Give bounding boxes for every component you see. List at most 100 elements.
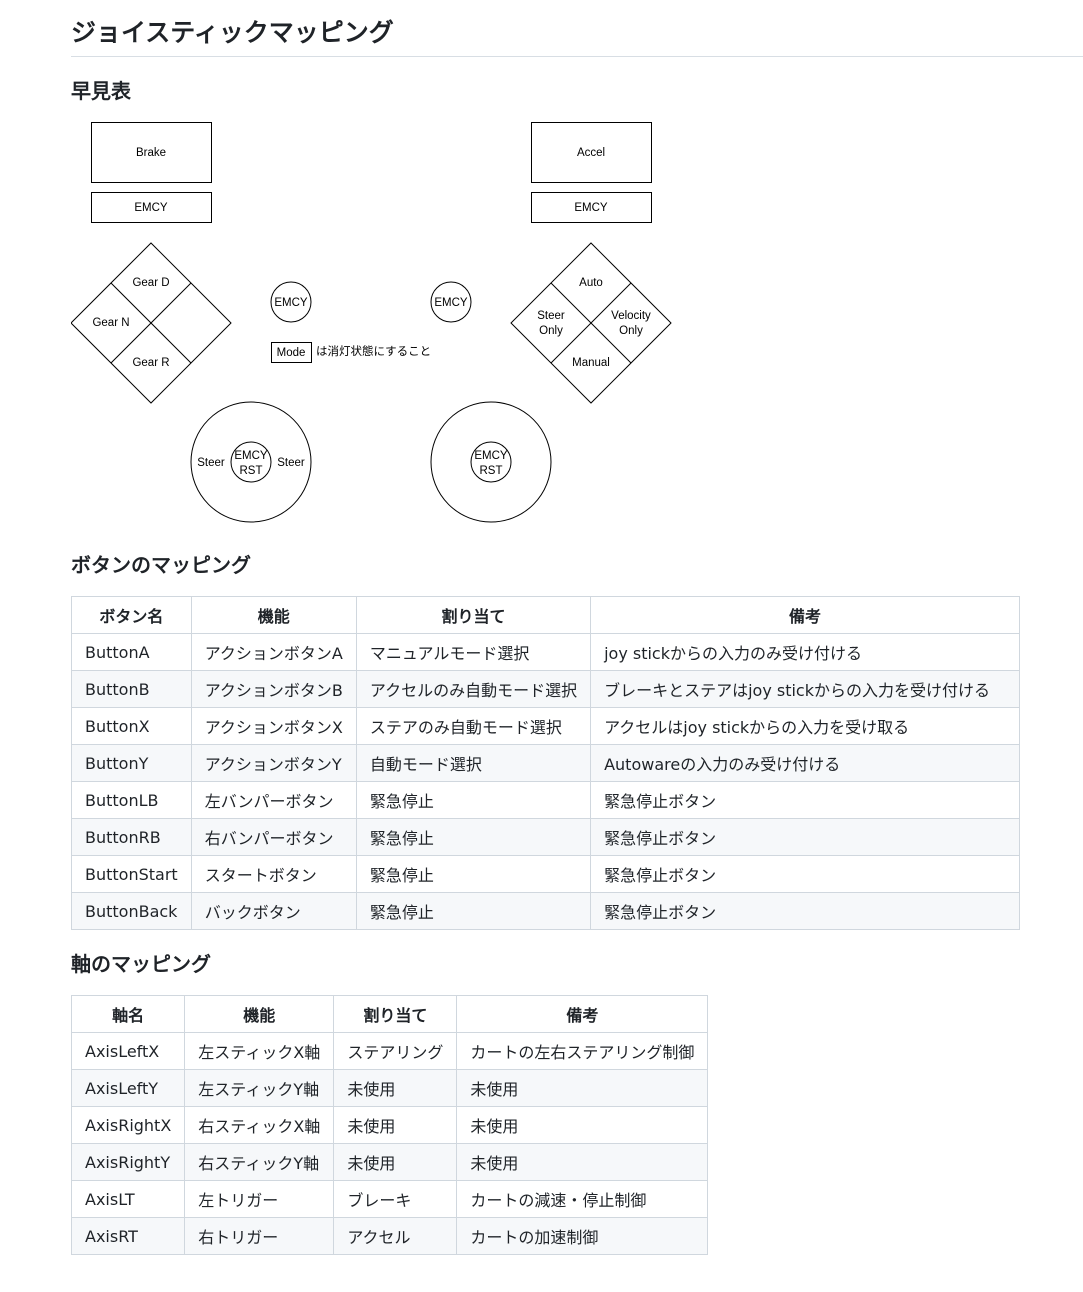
- table-header-row: 軸名 機能 割り当て 備考: [70, 995, 709, 1033]
- table-cell: カートの減速・停止制御: [456, 1180, 709, 1218]
- table-cell: カートの左右ステアリング制御: [456, 1032, 709, 1070]
- table-cell: アクションボタンA: [190, 633, 357, 671]
- right-bumper-label: EMCY: [574, 202, 608, 214]
- left-trigger-label: Brake: [136, 147, 166, 159]
- right-bumper-box: [531, 192, 652, 223]
- table-cell: 緊急停止ボタン: [590, 781, 1020, 819]
- start-button-circle: [430, 281, 472, 323]
- table-cell: アクセル: [333, 1217, 458, 1255]
- dpad-left-label: Gear N: [92, 317, 129, 329]
- table-cell: 未使用: [333, 1143, 458, 1181]
- column-header: 軸名: [70, 995, 186, 1033]
- table-cell: アクションボタンY: [190, 744, 357, 782]
- table-cell: AxisLeftY: [70, 1069, 186, 1107]
- table-cell: 右スティックX軸: [184, 1106, 335, 1144]
- table-header-row: ボタン名 機能 割り当て 備考: [71, 596, 1020, 634]
- section-heading-overview: 早見表: [71, 79, 131, 103]
- mode-button-box: [271, 342, 312, 363]
- right-stick-outer: [430, 401, 552, 523]
- face-buttons-diamond: [510, 242, 672, 404]
- table-cell: AxisLT: [70, 1180, 186, 1218]
- face-right-label-line2: Only: [619, 325, 643, 337]
- table-cell: アクセルのみ自動モード選択: [355, 670, 592, 708]
- back-button-label: EMCY: [274, 297, 308, 309]
- table-cell: 未使用: [333, 1106, 458, 1144]
- left-stick-center-label-line2: RST: [240, 465, 263, 477]
- table-cell: ButtonBack: [71, 892, 192, 930]
- mode-note-text: は消灯状態にすること: [316, 344, 431, 358]
- table-cell: joy stickからの入力のみ受け付ける: [590, 633, 1020, 671]
- dpad-diamond: [71, 242, 232, 404]
- left-stick-right-label: Steer: [277, 457, 305, 469]
- table-cell: 右スティックY軸: [184, 1143, 335, 1181]
- column-header: 機能: [190, 596, 357, 634]
- dpad-divider-2: [110, 282, 192, 364]
- table-cell: AxisRightX: [70, 1106, 186, 1144]
- table-cell: AxisRightY: [70, 1143, 186, 1181]
- table-cell: 緊急停止ボタン: [590, 855, 1020, 893]
- face-bottom-label: Manual: [572, 357, 610, 369]
- table-cell: 未使用: [456, 1143, 709, 1181]
- table-cell: 未使用: [456, 1069, 709, 1107]
- section-heading-buttons: ボタンのマッピング: [71, 553, 251, 577]
- page-title: ジョイスティックマッピング: [71, 14, 1083, 57]
- left-stick-left-label: Steer: [197, 457, 225, 469]
- right-stick-center: [470, 441, 512, 483]
- face-left-label-line2: Only: [539, 325, 563, 337]
- right-trigger-label: Accel: [577, 147, 605, 159]
- start-button-label: EMCY: [434, 297, 468, 309]
- table-cell: ステアリング: [333, 1032, 458, 1070]
- table-cell: ButtonY: [71, 744, 192, 782]
- table-cell: アクションボタンB: [190, 670, 357, 708]
- right-trigger-box: [531, 122, 652, 183]
- column-header: 備考: [456, 995, 709, 1033]
- table-cell: ButtonRB: [71, 818, 192, 856]
- table-cell: 左トリガー: [184, 1180, 335, 1218]
- table-cell: マニュアルモード選択: [355, 633, 592, 671]
- table-cell: 未使用: [333, 1069, 458, 1107]
- joystick-diagram: Brake EMCY Accel EMCY Gear D Gear N Gear…: [71, 122, 672, 523]
- column-header: ボタン名: [71, 596, 192, 634]
- table-cell: Autowareの入力のみ受け付ける: [590, 744, 1020, 782]
- left-stick-center-label-line1: EMCY: [234, 450, 268, 462]
- table-cell: 右バンパーボタン: [190, 818, 357, 856]
- section-heading-axes: 軸のマッピング: [71, 952, 211, 976]
- face-top-label: Auto: [579, 277, 603, 289]
- table-cell: カートの加速制御: [456, 1217, 709, 1255]
- table-cell: 緊急停止ボタン: [590, 818, 1020, 856]
- face-left-label-line1: Steer: [537, 310, 565, 322]
- table-cell: バックボタン: [190, 892, 357, 930]
- table-cell: AxisLeftX: [70, 1032, 186, 1070]
- column-header: 割り当て: [333, 995, 458, 1033]
- table-cell: ButtonX: [71, 707, 192, 745]
- table-cell: 左バンパーボタン: [190, 781, 357, 819]
- column-header: 備考: [590, 596, 1020, 634]
- table-cell: ButtonA: [71, 633, 192, 671]
- table-cell: 右トリガー: [184, 1217, 335, 1255]
- table-cell: 緊急停止: [355, 855, 592, 893]
- dpad-up-label: Gear D: [132, 277, 169, 289]
- table-cell: ステアのみ自動モード選択: [355, 707, 592, 745]
- column-header: 割り当て: [355, 596, 592, 634]
- table-cell: 自動モード選択: [355, 744, 592, 782]
- table-cell: 緊急停止: [355, 781, 592, 819]
- table-cell: 緊急停止ボタン: [590, 892, 1020, 930]
- left-bumper-label: EMCY: [134, 202, 168, 214]
- left-stick-center: [230, 441, 272, 483]
- table-cell: ButtonStart: [71, 855, 192, 893]
- table-cell: ブレーキ: [333, 1180, 458, 1218]
- table-cell: ブレーキとステアはjoy stickからの入力を受け付ける: [590, 670, 1020, 708]
